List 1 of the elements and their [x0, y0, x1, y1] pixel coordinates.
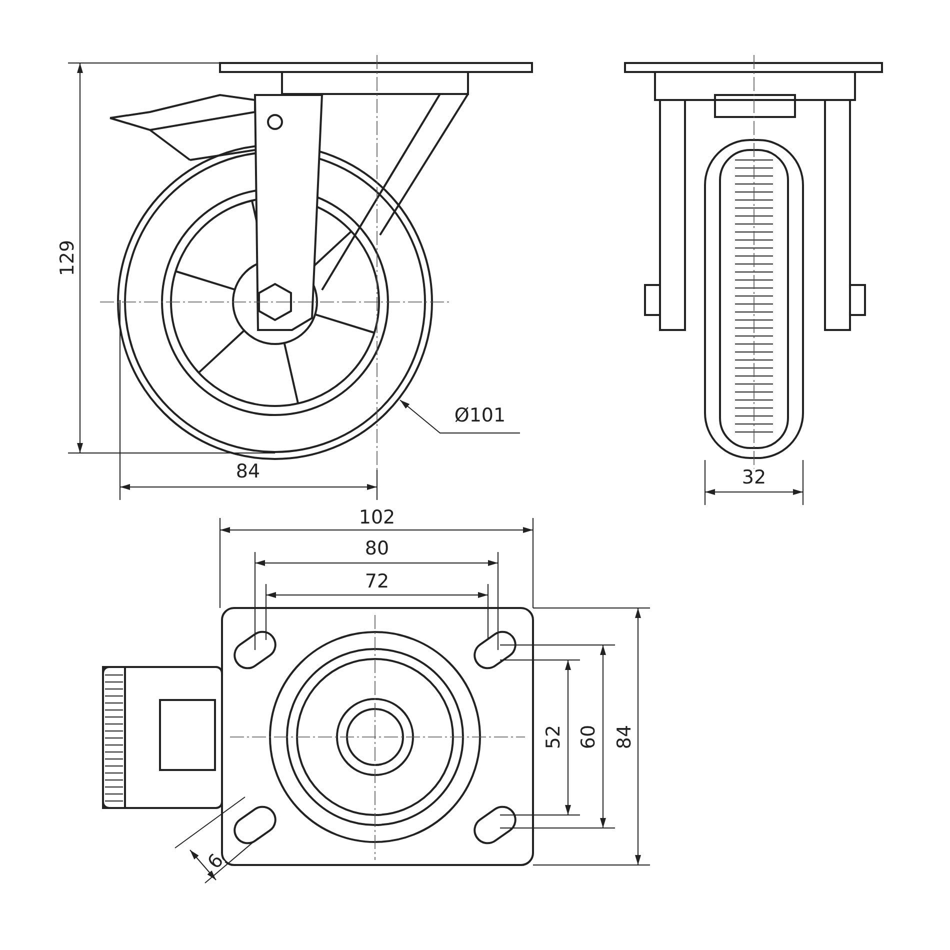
dimension-label: Ø101	[454, 406, 506, 426]
